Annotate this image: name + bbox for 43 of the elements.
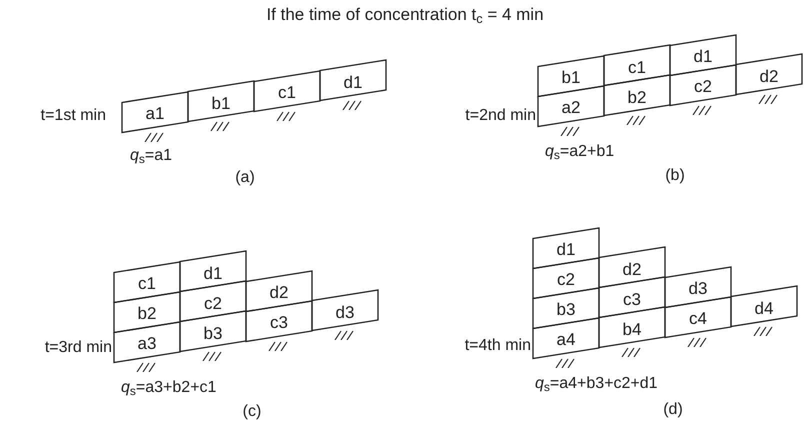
slanted-cell: c3	[599, 277, 665, 318]
slanted-cell: d2	[246, 270, 312, 311]
slanted-cell: b2	[604, 75, 670, 116]
panel-label: (a)	[235, 168, 255, 188]
slanted-cell: b4	[599, 307, 665, 348]
slanted-cell: d1	[670, 34, 736, 75]
slanted-cell: c2	[180, 281, 246, 322]
slanted-cell: b3	[533, 288, 599, 328]
slanted-cell: a1	[122, 92, 188, 132]
time-label: t=3rd min	[44, 338, 112, 358]
slanted-cell: d2	[736, 54, 802, 94]
slanted-cell: b2	[114, 292, 180, 332]
slanted-cell: d1	[533, 228, 599, 268]
slanted-cell: a2	[538, 86, 604, 126]
slanted-cell: d1	[180, 251, 246, 292]
slanted-cell: d3	[312, 290, 378, 330]
flow-formula: q$_{s}$=a3+b2+c1	[121, 378, 216, 398]
slanted-cell: c3	[246, 300, 312, 341]
panel-label: (b)	[665, 166, 685, 186]
time-label: t=4th min	[464, 336, 531, 356]
slanted-cell: c1	[114, 262, 180, 302]
slanted-cell: d3	[665, 266, 731, 307]
slanted-cell: b3	[180, 311, 246, 352]
time-label: t=2nd min	[465, 106, 536, 126]
slanted-cell: d2	[599, 247, 665, 288]
panel-label: (c)	[242, 402, 262, 422]
slanted-cell: c4	[665, 296, 731, 337]
slanted-cell: c1	[254, 70, 320, 111]
flow-formula: q$_{s}$=a2+b1	[545, 142, 614, 162]
flow-formula: q$_{s}$=a1	[130, 146, 172, 166]
slanted-cell: a4	[533, 318, 599, 358]
time-label: t=1st min	[40, 106, 106, 126]
title: If the time of concentration t$_{c}$ = 4 min	[265, 4, 545, 26]
slanted-cell: d4	[731, 286, 797, 326]
slanted-cell: b1	[538, 56, 604, 96]
panel-label: (d)	[663, 400, 683, 420]
slanted-cell: c2	[670, 64, 736, 105]
slanted-cell: a3	[114, 322, 180, 362]
slanted-cell: d1	[320, 60, 386, 100]
slanted-cell: b1	[188, 81, 254, 122]
flow-formula: q$_{s}$=a4+b3+c2+d1	[535, 374, 658, 394]
slanted-cell: c1	[604, 45, 670, 86]
slanted-cell: c2	[533, 258, 599, 298]
